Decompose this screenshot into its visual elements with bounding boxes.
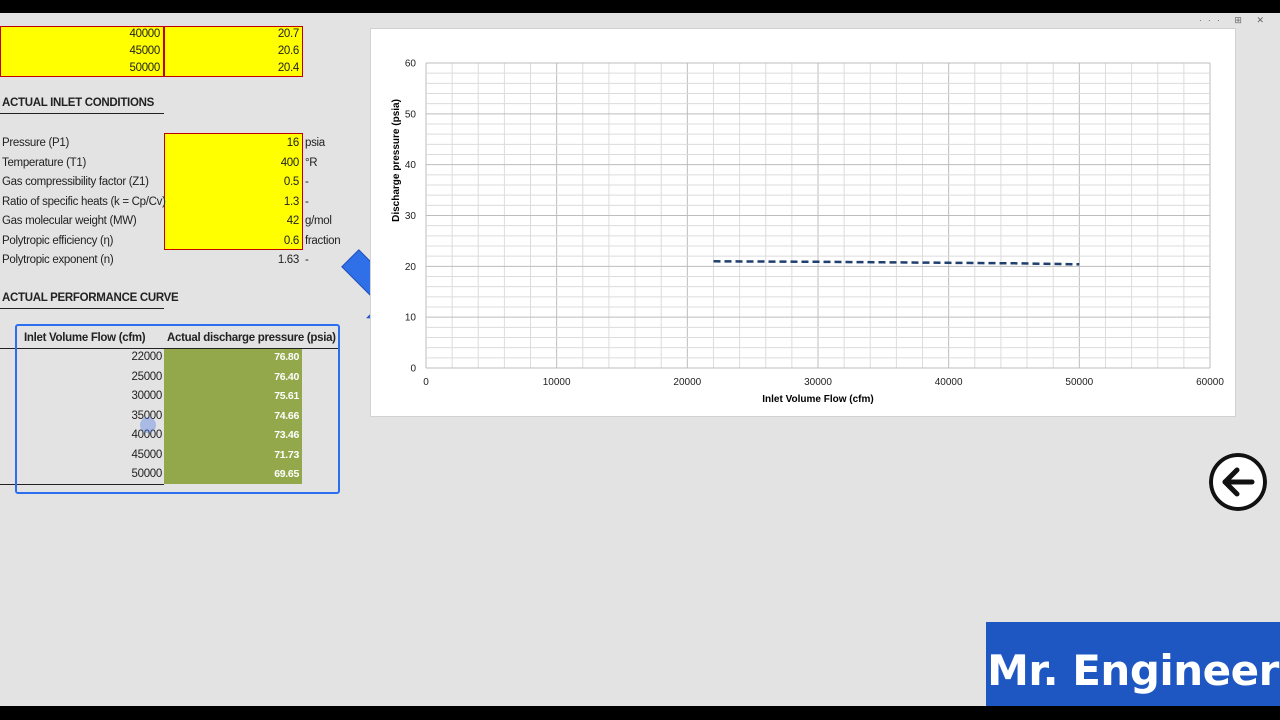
- inlet-value[interactable]: 16: [286, 137, 300, 149]
- x-tick-label: 40000: [935, 377, 963, 388]
- inlet-unit: psia: [305, 137, 325, 149]
- perf-pressure-cell: 71.73: [274, 448, 299, 461]
- perf-pressure-cell: 75.61: [274, 390, 299, 402]
- perf-pressure-cell: 69.65: [274, 468, 299, 480]
- top-flow-cell[interactable]: 40000: [129, 28, 161, 40]
- perf-title-underline: [0, 308, 164, 309]
- table-bottom-line: [0, 484, 164, 485]
- y-axis-label: Discharge pressure (psia): [391, 99, 402, 222]
- bottom-black-bar: [0, 706, 1280, 720]
- top-flow-input-block[interactable]: [0, 26, 164, 77]
- x-tick-label: 20000: [673, 377, 701, 388]
- inlet-value: 1.63: [277, 254, 299, 266]
- top-pressure-input-block[interactable]: [164, 26, 303, 77]
- top-pressure-cell[interactable]: 20.6: [277, 45, 299, 57]
- y-tick-label: 50: [405, 109, 417, 120]
- top-flow-cell[interactable]: 50000: [129, 62, 161, 74]
- y-tick-label: 20: [405, 262, 417, 273]
- inlet-value[interactable]: 0.6: [283, 234, 299, 247]
- series-line: [713, 260, 1080, 266]
- inlet-label: Gas molecular weight (MW): [2, 215, 137, 227]
- top-pressure-cell[interactable]: 20.7: [277, 28, 299, 40]
- window-controls[interactable]: ··· ⊞ ✕: [1198, 15, 1270, 25]
- chart-svg: 0 10000 20000 30000 40000 50000 60000 0 10 20 30 40…: [391, 59, 1224, 406]
- brand-banner: Mr. Engineer: [986, 622, 1280, 720]
- y-tick-label: 40: [405, 160, 417, 171]
- perf-flow-cell[interactable]: 40000: [131, 429, 163, 441]
- inlet-value[interactable]: 0.5: [283, 176, 299, 188]
- x-tick-label: 10000: [543, 377, 571, 388]
- inlet-unit: -: [305, 195, 309, 208]
- col-header-pressure: Actual discharge pressure (psia): [167, 332, 336, 344]
- table-header-line: [0, 348, 340, 349]
- inlet-label: Temperature (T1): [2, 156, 87, 169]
- inlet-label: Gas compressibility factor (Z1): [2, 176, 149, 188]
- inlet-title-underline: [0, 113, 164, 114]
- inlet-unit: fraction: [305, 234, 341, 247]
- inlet-label: Ratio of specific heats (k = Cp/Cv): [2, 195, 166, 208]
- inlet-label: Polytropic exponent (n): [2, 254, 114, 266]
- col-header-flow: Inlet Volume Flow (cfm): [24, 332, 146, 344]
- y-tick-label: 10: [405, 313, 417, 324]
- perf-pressure-cell: 76.40: [274, 370, 299, 383]
- inlet-conditions-title: ACTUAL INLET CONDITIONS: [2, 97, 154, 109]
- discharge-pressure-chart[interactable]: 0 10000 20000 30000 40000 50000 60000 0 10 20 30 40…: [370, 28, 1236, 417]
- perf-flow-cell[interactable]: 35000: [131, 409, 163, 422]
- perf-flow-cell[interactable]: 50000: [131, 468, 163, 480]
- inlet-unit: °R: [305, 156, 318, 169]
- x-axis-label: Inlet Volume Flow (cfm): [762, 394, 873, 405]
- inlet-value[interactable]: 400: [280, 156, 300, 169]
- x-tick-label: 50000: [1065, 377, 1093, 388]
- x-tick-label: 0: [423, 377, 429, 388]
- brand-name: Mr. Engineer: [987, 646, 1279, 695]
- inlet-unit: -: [305, 254, 309, 266]
- inlet-label: Polytropic efficiency (η): [2, 234, 114, 247]
- top-flow-cell[interactable]: 45000: [129, 45, 161, 57]
- perf-pressure-cell: 74.66: [274, 409, 299, 422]
- top-pressure-cell[interactable]: 20.4: [277, 62, 299, 74]
- y-tick-label: 30: [405, 211, 417, 222]
- highlight-box: [15, 324, 340, 494]
- y-tick-label: 60: [405, 59, 417, 70]
- top-black-bar: [0, 0, 1280, 13]
- performance-curve-title: ACTUAL PERFORMANCE CURVE: [2, 292, 179, 304]
- inlet-input-block[interactable]: [164, 133, 303, 250]
- inlet-value[interactable]: 42: [286, 215, 300, 227]
- inlet-value[interactable]: 1.3: [283, 195, 299, 208]
- mouse-cursor-icon: [140, 417, 156, 433]
- perf-flow-cell[interactable]: 25000: [131, 370, 163, 383]
- inlet-unit: g/mol: [305, 215, 332, 227]
- perf-flow-cell[interactable]: 45000: [131, 448, 163, 461]
- inlet-unit: -: [305, 176, 309, 188]
- pressure-output-block: [164, 349, 302, 484]
- back-arrow-icon[interactable]: [1209, 453, 1267, 511]
- x-tick-label: 60000: [1196, 377, 1224, 388]
- y-tick-label: 0: [410, 364, 416, 375]
- perf-flow-cell[interactable]: 30000: [131, 390, 163, 402]
- perf-pressure-cell: 73.46: [274, 429, 299, 441]
- perf-pressure-cell: 76.80: [274, 351, 299, 363]
- x-tick-label: 30000: [804, 377, 832, 388]
- inlet-label: Pressure (P1): [2, 137, 70, 149]
- perf-flow-cell[interactable]: 22000: [131, 351, 163, 363]
